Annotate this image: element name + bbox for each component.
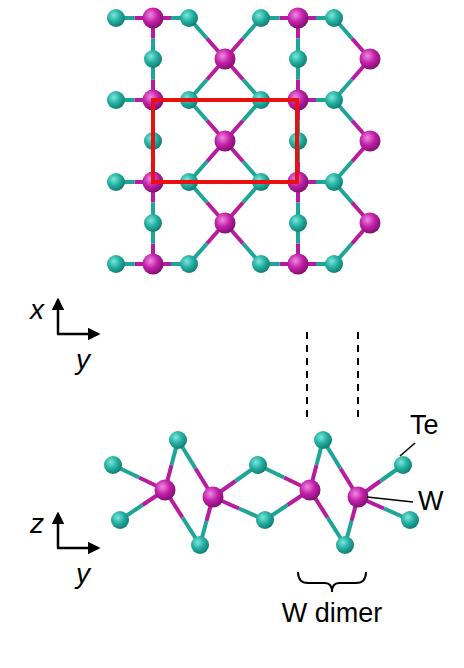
w-atom xyxy=(360,131,381,152)
te-atom xyxy=(144,50,162,68)
te-atom xyxy=(169,431,187,449)
w-atom xyxy=(360,213,381,234)
guide-line xyxy=(306,332,308,420)
te-atom xyxy=(252,255,270,273)
w-atom xyxy=(300,480,321,501)
guide-line xyxy=(357,332,359,420)
te-atom xyxy=(107,255,125,273)
te-atom xyxy=(336,536,354,554)
w-atom xyxy=(203,487,224,508)
te-atom xyxy=(249,456,267,474)
te-atom xyxy=(180,255,198,273)
atom-label: W xyxy=(418,488,443,515)
w-atom xyxy=(143,254,164,275)
te-atom xyxy=(256,511,274,529)
axis-label: x xyxy=(30,296,44,324)
te-atom xyxy=(252,9,270,27)
w-atom xyxy=(155,480,176,501)
te-atom xyxy=(107,9,125,27)
axis-label: y xyxy=(76,560,90,588)
te-atom xyxy=(325,255,343,273)
te-atom xyxy=(107,173,125,191)
dimer-label: W dimer xyxy=(282,600,383,627)
te-atom xyxy=(314,431,332,449)
w-atom xyxy=(288,8,309,29)
te-atom xyxy=(325,173,343,191)
w-atom xyxy=(215,49,236,70)
axis-arrow xyxy=(57,547,98,550)
axis-label: z xyxy=(30,510,44,538)
atom-label: Te xyxy=(410,412,439,439)
te-atom xyxy=(325,9,343,27)
w-atom xyxy=(288,254,309,275)
te-atom xyxy=(180,9,198,27)
te-atom xyxy=(394,456,412,474)
te-atom xyxy=(104,456,122,474)
unit-cell xyxy=(153,100,297,182)
w-atom xyxy=(348,487,369,508)
te-atom xyxy=(401,511,419,529)
axis-arrow xyxy=(57,333,98,336)
leader-line xyxy=(367,497,413,502)
w-atom xyxy=(143,8,164,29)
w-atom xyxy=(215,213,236,234)
w-atom xyxy=(215,131,236,152)
leader-line xyxy=(400,443,415,456)
dimer-bracket xyxy=(298,572,366,592)
te-atom xyxy=(144,214,162,232)
axis-arrow xyxy=(57,300,60,334)
te-atom xyxy=(191,536,209,554)
te-atom xyxy=(325,91,343,109)
w-atom xyxy=(360,49,381,70)
te-atom xyxy=(289,214,307,232)
axis-arrow xyxy=(57,514,60,548)
axis-label: y xyxy=(76,346,90,374)
te-atom xyxy=(289,50,307,68)
te-atom xyxy=(107,91,125,109)
te-atom xyxy=(111,511,129,529)
